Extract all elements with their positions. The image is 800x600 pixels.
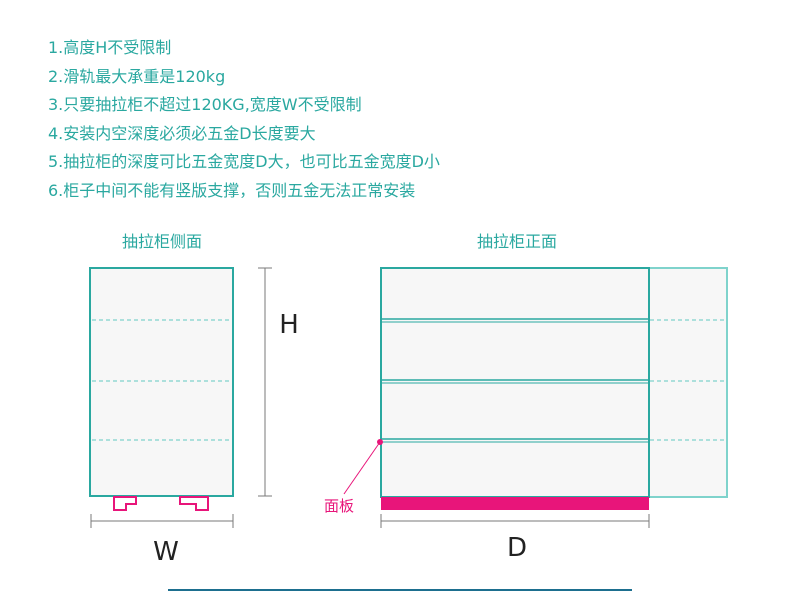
panel-callout-line (343, 441, 381, 495)
notes-list: 1.高度H不受限制 2.滑轨最大承重是120kg 3.只要抽拉柜不超过120KG… (48, 34, 440, 205)
note-6: 6.柜子中间不能有竖版支撑，否则五金无法正常安装 (48, 180, 416, 200)
front-panel-bar (381, 497, 649, 510)
side-view-title: 抽拉柜侧面 (122, 232, 202, 251)
width-label: W (153, 537, 179, 567)
note-4: 4.安装内空深度必须必五金D长度要大 (48, 123, 316, 143)
note-5: 5.抽拉柜的深度可比五金宽度D大，也可比五金宽度D小 (48, 152, 440, 171)
note-1: 1.高度H不受限制 (48, 38, 172, 57)
note-2: 2.滑轨最大承重是120kg (48, 66, 226, 86)
slide-bracket-right (179, 496, 209, 511)
note-3: 3.只要抽拉柜不超过120KG,宽度W不受限制 (48, 95, 362, 114)
side-view-cabinet (89, 267, 234, 497)
height-label: H (279, 310, 299, 340)
slide-bracket-left (113, 496, 137, 511)
depth-label: D (507, 533, 527, 563)
front-view-title: 抽拉柜正面 (477, 232, 557, 251)
panel-label: 面板 (324, 497, 354, 515)
